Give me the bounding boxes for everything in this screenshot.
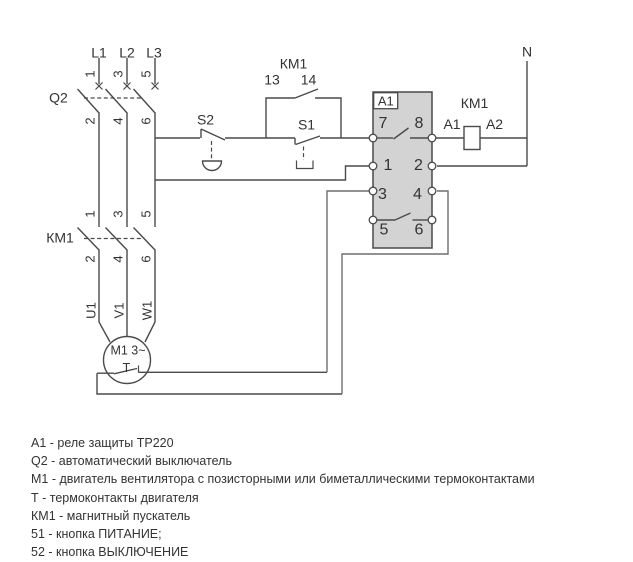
stop-button-label: S2 [197,112,214,128]
neutral-label: N [522,44,532,60]
legend-line-q2: Q2 - автоматический выключатель [31,454,232,469]
motor-thermal-label: Т [123,361,131,375]
legend-line-km1: КМ1 - магнитный пускатель [31,508,191,523]
breaker-terminal-1: 1 [83,70,98,77]
coil-terminal-a1: A1 [443,116,460,132]
contactor-km1-blades [76,227,157,251]
relay-contact-5-6 [377,212,428,221]
motor-label: М1 3~ [110,344,145,358]
relay-terminal-1: 1 [384,157,393,174]
motor-terminal-w1: W1 [140,301,155,321]
mushroom-head [201,160,223,172]
phase-label-l2: L2 [119,45,135,61]
legend-line-s1: 51 - кнопка ПИТАНИЕ; [31,527,162,542]
start-button-label: S1 [298,117,315,133]
coil-box [463,125,481,151]
breaker-terminal-2: 2 [83,117,98,124]
legend-line-a1: А1 - реле защиты ТР220 [31,436,174,450]
aux-terminal-13: 13 [264,72,280,88]
contactor-label: КМ1 [46,230,74,246]
breaker-label: Q2 [49,90,68,106]
contactor-terminal-4: 4 [111,255,126,262]
coil-label: КМ1 [461,95,489,111]
breaker-q2-blades [76,88,157,114]
aux-contact-label: КМ1 [280,56,308,72]
coil-terminal-a2: A2 [486,116,503,132]
aux-terminal-14: 14 [301,72,317,88]
legend-line-m1: М1 - двигатель вентилятора с позисторным… [31,472,535,487]
relay-terminal-circles [368,133,437,225]
relay-tag-box [373,92,399,110]
motor-terminal-u1: U1 [84,302,99,319]
relay-terminal-8: 8 [415,115,424,132]
breaker-terminal-6: 6 [139,117,154,124]
thermal-loop-wiring [96,190,449,395]
phase-lines-to-motor [98,250,156,343]
relay-terminal-7: 7 [379,115,388,132]
relay-body [372,91,433,249]
phase-label-l3: L3 [146,45,162,61]
breaker-cross-marks [95,82,159,90]
contactor-terminal-5: 5 [139,210,154,217]
contactor-terminal-2: 2 [83,255,98,262]
relay-terminal-2: 2 [414,157,423,174]
legend-line-t: Т - термоконтакты двигателя [31,490,199,505]
pushbutton-actuator [295,160,314,170]
breaker-terminal-5: 5 [139,70,154,77]
legend-line-s2: 52 - кнопка ВЫКЛЮЧЕНИЕ [31,545,189,560]
relay-terminal-3: 3 [378,186,387,203]
contactor-terminal-6: 6 [139,255,154,262]
phase-label-l1: L1 [91,45,107,61]
relay-terminal-6: 6 [415,222,424,239]
aux-contact-bypass [265,88,342,138]
breaker-terminal-3: 3 [111,70,126,77]
start-button-s1 [294,135,321,170]
phase-lines-middle [98,113,156,227]
contactor-terminal-3: 3 [111,210,126,217]
legend: А1 - реле защиты ТР220 Q2 - автоматическ… [31,434,626,561]
phase-lines-top [98,58,156,84]
motor-terminal-v1: V1 [112,303,127,319]
coil-circuit [436,61,528,167]
breaker-terminal-4: 4 [111,117,126,124]
relay-terminal-5: 5 [380,222,389,239]
relay-feed-wiring [155,165,369,181]
relay-tag: A1 [378,94,394,109]
relay-contact-7-8 [377,127,428,140]
stop-button-s2 [200,128,226,172]
thermal-contact [97,365,327,375]
relay-terminal-4: 4 [413,186,422,203]
contactor-terminal-1: 1 [83,210,98,217]
